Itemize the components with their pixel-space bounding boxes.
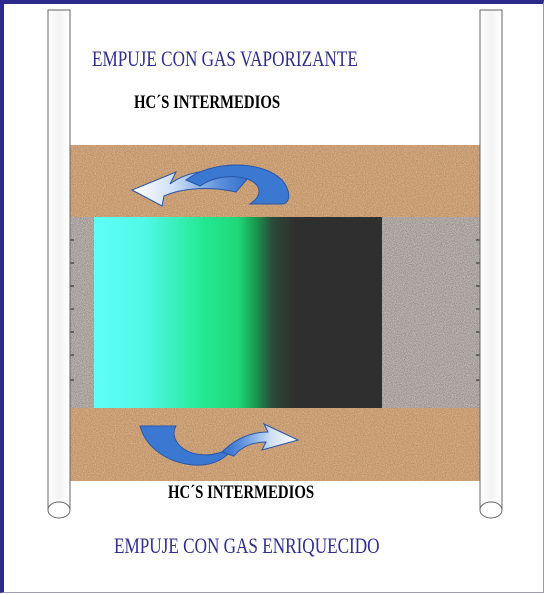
upper-sand-layer (70, 145, 480, 217)
top-title: EMPUJE CON GAS VAPORIZANTE (92, 46, 358, 71)
left-well-pipe (47, 9, 71, 519)
upper-arrow-right (185, 164, 290, 205)
top-subtitle: HC´S INTERMEDIOS (134, 92, 281, 113)
bottom-title: EMPUJE CON GAS ENRIQUECIDO (114, 533, 380, 558)
lower-arrow-right (221, 422, 300, 457)
displacement-front (94, 217, 382, 408)
right-well-pipe (479, 9, 503, 519)
bottom-subtitle: HC´S INTERMEDIOS (168, 482, 315, 503)
lower-flow-arrows (139, 422, 300, 466)
upper-flow-arrows (130, 164, 290, 207)
